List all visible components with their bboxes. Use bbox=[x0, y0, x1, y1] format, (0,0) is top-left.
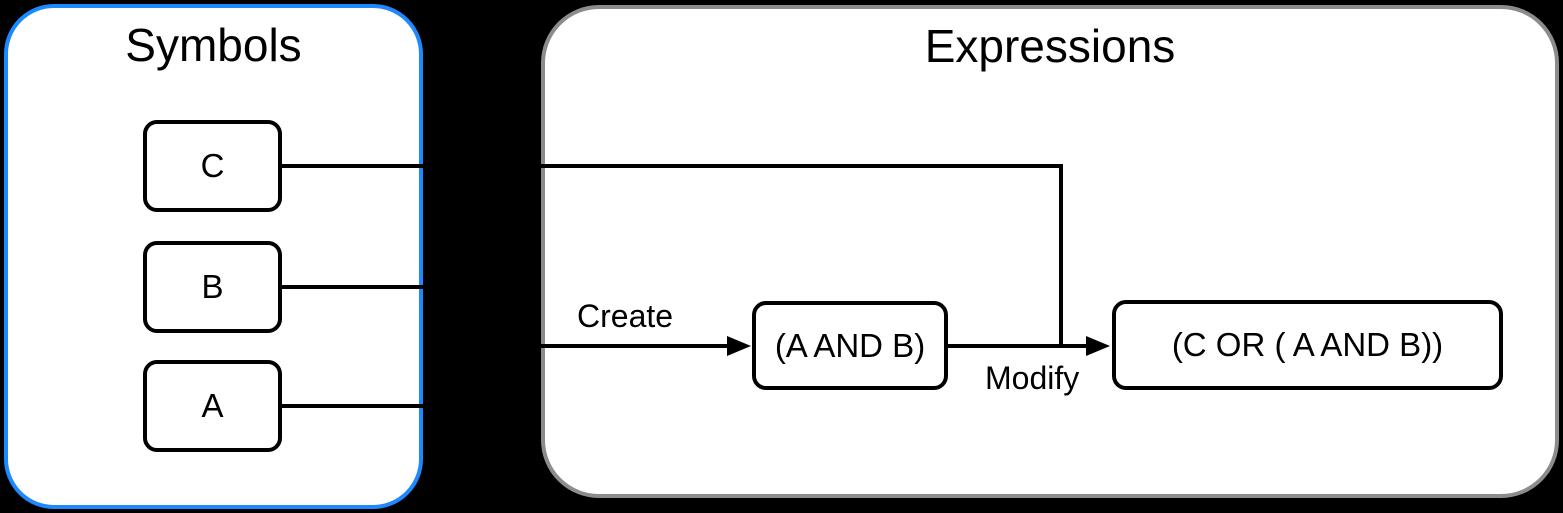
expression-node-c-or-a-and-b: (C OR ( A AND B)) bbox=[1112, 300, 1503, 390]
symbol-node-b: B bbox=[143, 241, 282, 333]
expression-node-a-and-b-label: (A AND B) bbox=[774, 326, 926, 364]
expression-node-a-and-b: (A AND B) bbox=[752, 301, 948, 390]
symbol-node-c-label: C bbox=[200, 147, 225, 184]
expression-node-c-or-a-and-b-label: (C OR ( A AND B)) bbox=[1171, 326, 1444, 363]
create-edge-label: Create bbox=[577, 298, 674, 334]
edge-b-line-left bbox=[280, 285, 423, 289]
modify-arrow-line bbox=[944, 344, 1086, 348]
edge-a-line-left bbox=[280, 404, 423, 408]
symbol-node-b-label: B bbox=[201, 268, 224, 305]
symbol-node-a: A bbox=[143, 360, 282, 452]
create-arrowhead-icon bbox=[727, 336, 751, 356]
modify-edge-label: Modify bbox=[985, 360, 1080, 396]
symbols-panel-title: Symbols bbox=[125, 19, 302, 71]
edge-c-line-vertical bbox=[1059, 164, 1063, 348]
create-arrow-line bbox=[541, 344, 729, 348]
edge-c-line-left bbox=[280, 164, 423, 168]
symbol-node-a-label: A bbox=[201, 387, 224, 424]
edge-c-line-inner bbox=[541, 164, 1063, 168]
symbol-node-c: C bbox=[143, 120, 282, 212]
expressions-panel bbox=[541, 5, 1559, 498]
modify-arrowhead-icon bbox=[1086, 336, 1110, 356]
expressions-panel-title: Expressions bbox=[924, 20, 1176, 72]
